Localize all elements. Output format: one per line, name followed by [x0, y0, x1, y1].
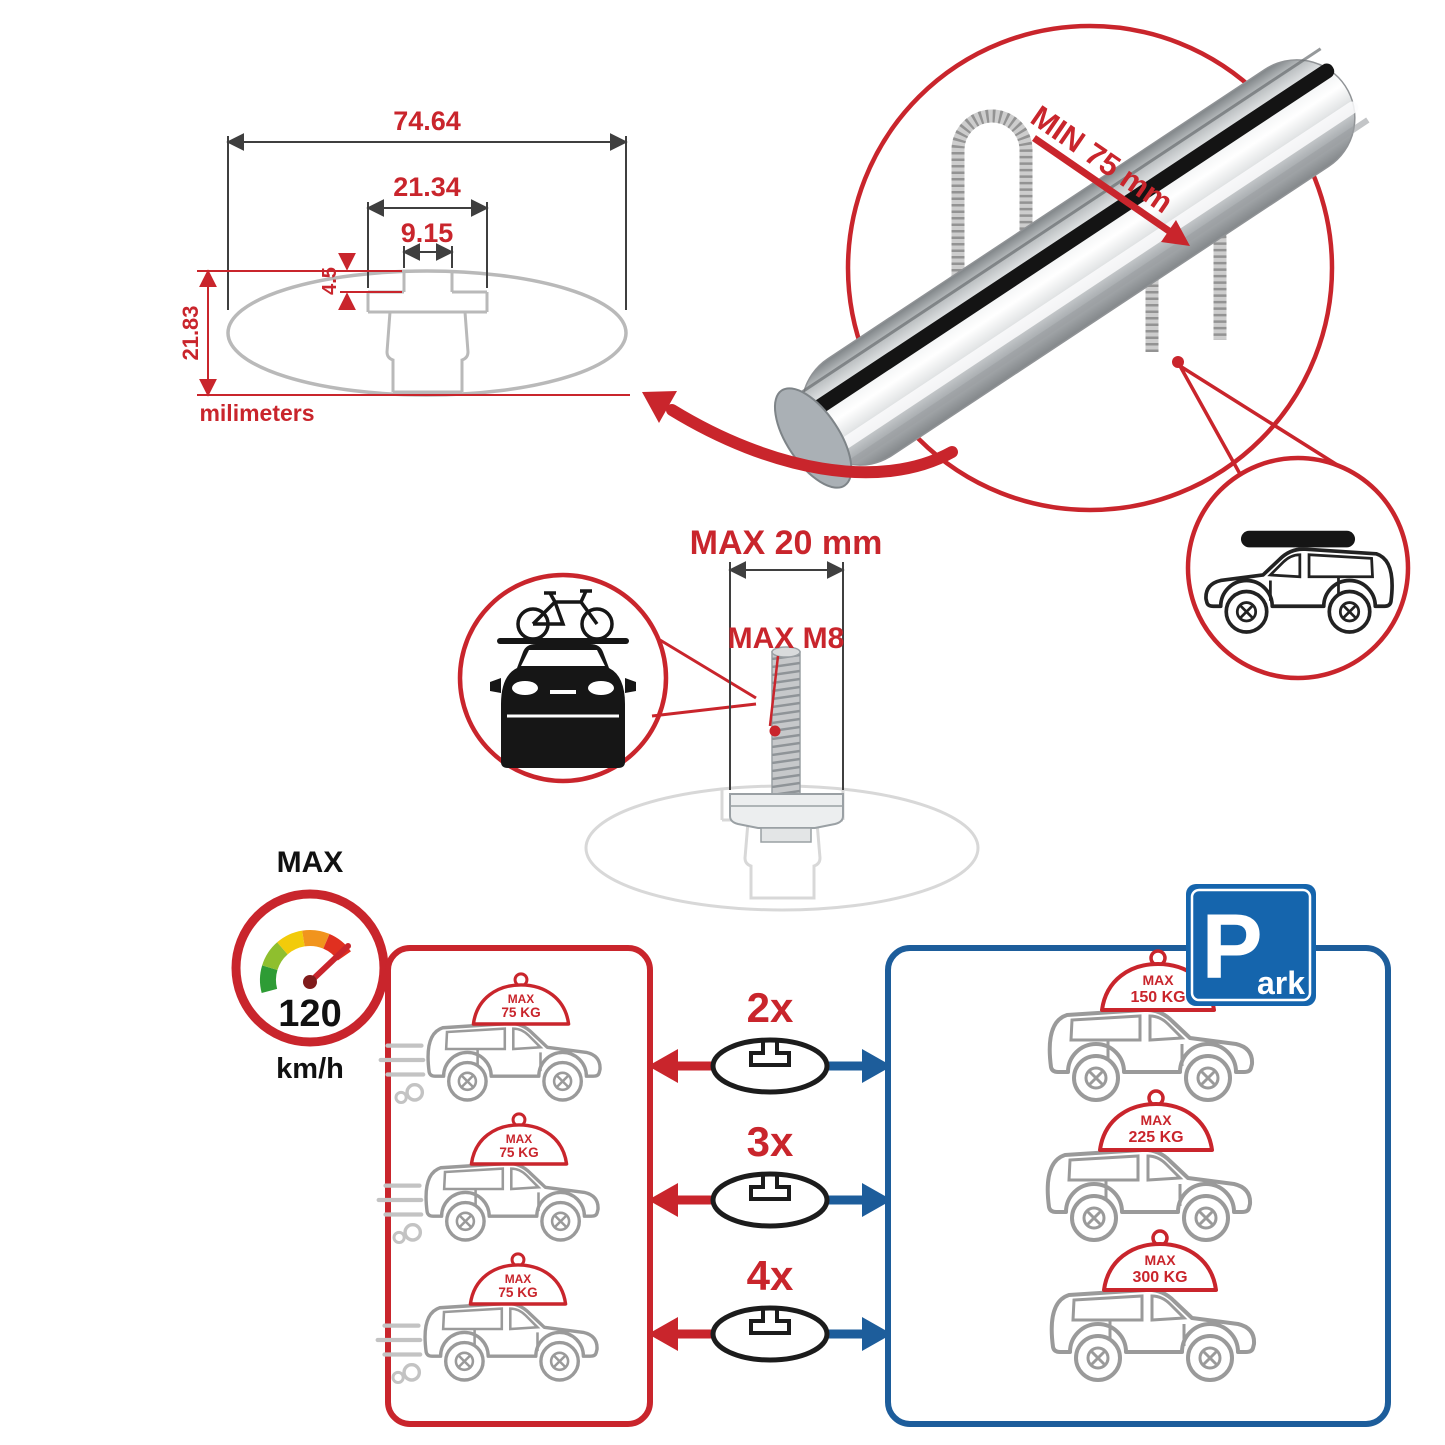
dim-ext-total-width — [227, 136, 627, 310]
speedometer-ring — [231, 889, 389, 1047]
roofbox-icon — [1240, 530, 1356, 548]
thread-leader-line — [768, 655, 780, 727]
pointer-arrow — [642, 391, 958, 479]
quantity-row-2: 3x — [648, 1118, 892, 1226]
park-sign: P ark — [1186, 884, 1316, 1006]
park-sign-suffix: ark — [1257, 965, 1305, 1001]
units-label: milimeters — [199, 400, 314, 426]
cargo-load-parked-2: MAX 225 KG — [1098, 1089, 1214, 1152]
park-sign-letter: P — [1201, 896, 1262, 998]
cargo-title: MAX — [1144, 1252, 1176, 1268]
parked-panel: MAX 150 KG MAX 225 KG MAX 300 KG P ark — [885, 884, 1391, 1427]
crossbar-section-icon — [713, 1174, 827, 1226]
cargo-value: 150 KG — [1130, 989, 1185, 1006]
cargo-title: MAX — [508, 992, 534, 1006]
max-width-label: MAX 20 mm — [690, 524, 883, 562]
max-thread-label: MAX M8 — [728, 622, 845, 655]
crossbar-section-icon — [713, 1040, 827, 1092]
cargo-value: 300 KG — [1132, 1269, 1187, 1286]
crossbar-detail-circle: MIN 75 mm — [773, 23, 1370, 513]
cargo-title: MAX — [1142, 972, 1174, 988]
dim-ext-total-height — [197, 270, 630, 396]
dim-ext-slot-width — [403, 246, 453, 268]
u-bolt-clamp-1 — [951, 109, 1033, 278]
dim-total-height-label: 21.83 — [178, 305, 203, 360]
count-label: 4x — [747, 1252, 794, 1299]
speed-gauge — [259, 930, 351, 993]
right-arrowhead — [862, 1049, 892, 1083]
cargo-title: MAX — [1140, 1112, 1172, 1128]
dim-total-width-label: 74.64 — [393, 106, 461, 136]
park-sign-board — [1186, 884, 1316, 1006]
bolt-callout-lines — [651, 638, 757, 718]
headlight-right — [588, 681, 614, 695]
bike-car-circle — [457, 572, 757, 784]
right-arrowhead — [862, 1317, 892, 1351]
suv-illustration — [1206, 530, 1392, 632]
headlight-left — [512, 681, 538, 695]
driving-panel: MAX 75 KG MAX 75 KG MAX 75 KG — [378, 945, 653, 1427]
cargo-load-driving-1: MAX 75 KG — [471, 972, 571, 1026]
dim-ext-bolt-width — [729, 562, 844, 790]
park-sign-inner-border — [1190, 888, 1312, 1002]
windshield — [521, 650, 605, 666]
dim-channel-width-label: 21.34 — [393, 172, 461, 202]
bike-icon — [516, 589, 614, 641]
suv-roofbox-circle — [1185, 455, 1411, 681]
right-arrowhead — [862, 1183, 892, 1217]
dim-slot-width-label: 9.15 — [401, 218, 454, 248]
cargo-title: MAX — [506, 1132, 532, 1146]
left-arrowhead — [648, 1049, 678, 1083]
profile-ellipse — [226, 269, 628, 397]
quantity-row-1: 2x — [648, 984, 892, 1092]
quantity-row-3: 4x — [648, 1252, 892, 1360]
cargo-load-parked-1: MAX 150 KG — [1100, 949, 1216, 1012]
bolt-diagram: MAX 20 mm MAX M8 — [584, 524, 980, 912]
count-label: 3x — [747, 1118, 794, 1165]
min-spacing-arrow — [1032, 135, 1171, 234]
cargo-value: 225 KG — [1128, 1129, 1183, 1146]
cargo-load-driving-2: MAX 75 KG — [469, 1112, 569, 1166]
cargo-title: MAX — [505, 1272, 531, 1286]
profile-foot — [385, 311, 470, 394]
speed-max-label: MAX — [277, 846, 344, 879]
speedometer: MAX 120 km/h — [231, 846, 389, 1085]
aluminum-crossbar — [773, 47, 1370, 489]
crossbar-section-icon — [713, 1308, 827, 1360]
speed-needle — [307, 943, 351, 985]
left-arrowhead — [648, 1317, 678, 1351]
needle-hub — [303, 975, 317, 989]
bar-end-cap — [773, 387, 853, 489]
cargo-load-driving-3: MAX 75 KG — [468, 1252, 568, 1306]
speed-value: 120 — [278, 993, 341, 1035]
slot-nut — [729, 793, 844, 843]
min-spacing-arrowhead — [1161, 220, 1190, 246]
cargo-value: 75 KG — [501, 1005, 540, 1020]
dim-slot-depth-label: 4.5 — [319, 267, 341, 295]
thread-callout-dot — [769, 725, 781, 737]
ghost-profile-foot — [743, 821, 822, 900]
cargo-load-parked-3: MAX 300 KG — [1102, 1229, 1218, 1292]
cargo-value: 75 KG — [498, 1285, 537, 1300]
left-arrowhead — [648, 1183, 678, 1217]
count-label: 2x — [747, 984, 794, 1031]
speed-unit: km/h — [276, 1053, 344, 1085]
car-front-icon — [490, 589, 636, 768]
roof-crossbar-icon — [497, 638, 629, 644]
cargo-value: 75 KG — [499, 1145, 538, 1160]
cross-section-drawing: 74.64 21.34 9.15 4.5 21.83 milimeters — [178, 106, 630, 426]
suv-callout-lines — [1178, 364, 1359, 480]
